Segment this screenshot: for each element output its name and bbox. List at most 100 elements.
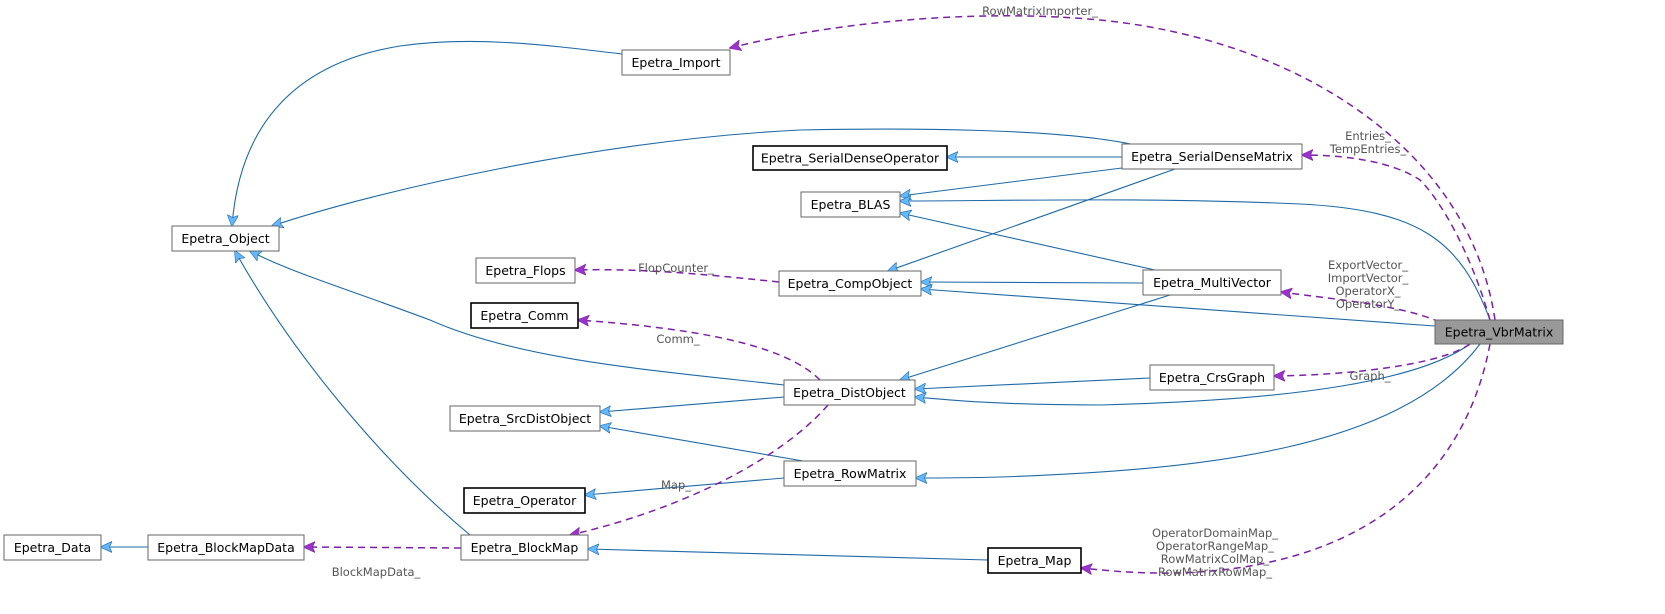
inheritance-edge-epetra-multivector-to-epetra-blas — [900, 213, 1156, 271]
inheritance-edge-epetra-vbrmatrix-to-epetra-distobject — [915, 343, 1471, 406]
edge-label-line: BlockMapData_ — [332, 565, 421, 579]
node-label: Epetra_Flops — [485, 263, 565, 278]
class-node-epetra-object[interactable]: Epetra_Object — [171, 225, 280, 252]
class-node-epetra-import[interactable]: Epetra_Import — [621, 49, 731, 76]
node-label: Epetra_SerialDenseOperator — [761, 151, 940, 166]
node-label: Epetra_SerialDenseMatrix — [1131, 149, 1293, 164]
node-label: Epetra_Operator — [473, 493, 577, 508]
class-node-epetra-rowmatrix[interactable]: Epetra_RowMatrix — [783, 460, 917, 487]
edge-label-line: OperatorRangeMap_ — [1156, 539, 1274, 553]
inheritance-edge-epetra-multivector-to-epetra-compobject — [921, 282, 1144, 283]
inheritance-edge-epetra-multivector-to-epetra-distobject — [900, 294, 1171, 380]
node-label: Epetra_SrcDistObject — [459, 411, 591, 426]
node-label: Epetra_BLAS — [811, 197, 891, 212]
node-label: Epetra_Import — [632, 55, 721, 70]
edge-label-line: OperatorY_ — [1336, 297, 1400, 311]
class-node-epetra-serialdenseoperator[interactable]: Epetra_SerialDenseOperator — [752, 145, 948, 171]
edge-label-line: Map_ — [661, 478, 691, 492]
edge-label-line: Entries_ — [1345, 129, 1391, 143]
edge-label-epetra-blockmap-to-epetra-blockmapdata: BlockMapData_ — [332, 565, 421, 579]
edge-label-line: Comm_ — [656, 332, 699, 346]
node-box — [475, 257, 576, 284]
node-label: Epetra_Object — [181, 231, 269, 246]
node-box — [783, 460, 917, 487]
class-node-epetra-srcdistobject[interactable]: Epetra_SrcDistObject — [449, 405, 601, 432]
node-box — [171, 225, 280, 252]
edge-label-line: ImportVector_ — [1328, 271, 1409, 285]
usage-edge-epetra-distobject-to-epetra-blockmap — [570, 404, 829, 535]
inheritance-edge-epetra-serialdensematrix-to-epetra-blas — [900, 167, 1123, 196]
node-box — [147, 534, 305, 561]
node-label: Epetra_CompObject — [788, 276, 913, 291]
usage-edge-epetra-compobject-to-epetra-flops — [575, 270, 780, 283]
class-node-epetra-multivector[interactable]: Epetra_MultiVector — [1142, 269, 1282, 296]
inheritance-edge-epetra-vbrmatrix-to-epetra-rowmatrix — [916, 343, 1481, 478]
usage-edge-epetra-vbrmatrix-to-epetra-map — [1081, 343, 1491, 573]
node-box — [1121, 143, 1303, 170]
edge-label-line: Graph_ — [1349, 369, 1390, 383]
node-box — [1149, 364, 1275, 391]
inheritance-edge-epetra-map-to-epetra-blockmap — [588, 549, 989, 561]
class-node-epetra-compobject[interactable]: Epetra_CompObject — [778, 270, 922, 297]
node-label: Epetra_VbrMatrix — [1445, 325, 1553, 340]
class-node-epetra-operator[interactable]: Epetra_Operator — [463, 487, 586, 514]
node-box — [449, 405, 601, 432]
inheritance-edge-epetra-rowmatrix-to-epetra-srcdistobject — [600, 426, 804, 462]
node-label: Epetra_Data — [14, 540, 91, 555]
node-label: Epetra_BlockMap — [471, 540, 579, 555]
node-box — [621, 49, 731, 76]
edge-labels-layer: RowMatrixImporter_ Entries_TempEntries_ Fl… — [332, 4, 1409, 579]
node-label: Epetra_DistObject — [793, 385, 906, 400]
edge-label-line: RowMatrixColMap_ — [1161, 552, 1270, 566]
node-box — [470, 302, 579, 329]
class-node-epetra-comm[interactable]: Epetra_Comm — [470, 302, 579, 329]
edge-label-epetra-vbrmatrix-to-epetra-import: RowMatrixImporter_ — [982, 4, 1098, 18]
node-box — [1142, 269, 1282, 296]
class-node-epetra-blas[interactable]: Epetra_BLAS — [800, 191, 901, 218]
edge-label-line: ExportVector_ — [1328, 258, 1408, 272]
node-label: Epetra_Map — [998, 553, 1072, 568]
inheritance-edge-epetra-blockmap-to-epetra-object — [235, 251, 471, 536]
node-label: Epetra_Comm — [480, 308, 568, 323]
node-label: Epetra_BlockMapData — [157, 540, 295, 555]
usage-edge-epetra-vbrmatrix-to-epetra-crsgraph — [1274, 343, 1471, 376]
edge-label-epetra-vbrmatrix-to-epetra-crsgraph: Graph_ — [1349, 369, 1390, 383]
edge-label-line: TempEntries_ — [1329, 142, 1407, 156]
class-node-epetra-distobject[interactable]: Epetra_DistObject — [783, 379, 916, 406]
edge-label-epetra-vbrmatrix-to-epetra-serialdensematrix: Entries_TempEntries_ — [1329, 129, 1407, 156]
inheritance-edge-epetra-crsgraph-to-epetra-distobject — [915, 377, 1151, 389]
inheritance-edge-epetra-distobject-to-epetra-object — [250, 251, 785, 386]
inheritance-edge-epetra-distobject-to-epetra-srcdistobject — [600, 396, 785, 412]
usage-edge-epetra-blockmap-to-epetra-blockmapdata — [304, 547, 462, 548]
node-box — [3, 534, 102, 561]
inheritance-edge-epetra-rowmatrix-to-epetra-operator — [585, 477, 785, 495]
edges-layer — [101, 15, 1496, 573]
nodes-layer: Epetra_VbrMatrix Epetra_ImportEpetra_Obje… — [3, 49, 1564, 574]
class-node-epetra-flops[interactable]: Epetra_Flops — [475, 257, 576, 284]
edge-label-epetra-vbrmatrix-to-epetra-multivector: ExportVector_ImportVector_OperatorX_Oper… — [1328, 258, 1409, 311]
usage-edge-epetra-distobject-to-epetra-comm — [578, 320, 821, 381]
inheritance-edge-epetra-import-to-epetra-object — [232, 40, 623, 226]
inheritance-edge-epetra-serialdensematrix-to-epetra-compobject — [888, 168, 1176, 271]
node-label: Epetra_MultiVector — [1153, 275, 1272, 290]
class-node-epetra-vbrmatrix: Epetra_VbrMatrix — [1434, 319, 1564, 345]
edge-label-epetra-vbrmatrix-to-epetra-map: OperatorDomainMap_OperatorRangeMap_RowMa… — [1152, 526, 1278, 579]
node-box — [752, 145, 948, 171]
edge-label-epetra-compobject-to-epetra-flops: FlopCounter_ — [638, 261, 714, 275]
node-box — [800, 191, 901, 218]
edge-label-line: OperatorX_ — [1335, 284, 1400, 298]
class-node-epetra-map[interactable]: Epetra_Map — [987, 547, 1082, 574]
inheritance-edge-epetra-vbrmatrix-to-epetra-blas — [900, 200, 1491, 321]
class-node-epetra-blockmapdata[interactable]: Epetra_BlockMapData — [147, 534, 305, 561]
edge-label-epetra-distobject-to-epetra-comm: Comm_ — [656, 332, 699, 346]
node-box — [1434, 319, 1564, 345]
node-box — [778, 270, 922, 297]
class-node-epetra-crsgraph[interactable]: Epetra_CrsGraph — [1149, 364, 1275, 391]
class-node-epetra-data[interactable]: Epetra_Data — [3, 534, 102, 561]
class-node-epetra-serialdensematrix[interactable]: Epetra_SerialDenseMatrix — [1121, 143, 1303, 170]
node-label: Epetra_CrsGraph — [1159, 370, 1265, 385]
class-node-epetra-blockmap[interactable]: Epetra_BlockMap — [460, 534, 589, 561]
edge-label-line: FlopCounter_ — [638, 261, 714, 275]
usage-edge-epetra-vbrmatrix-to-epetra-multivector — [1281, 292, 1441, 323]
